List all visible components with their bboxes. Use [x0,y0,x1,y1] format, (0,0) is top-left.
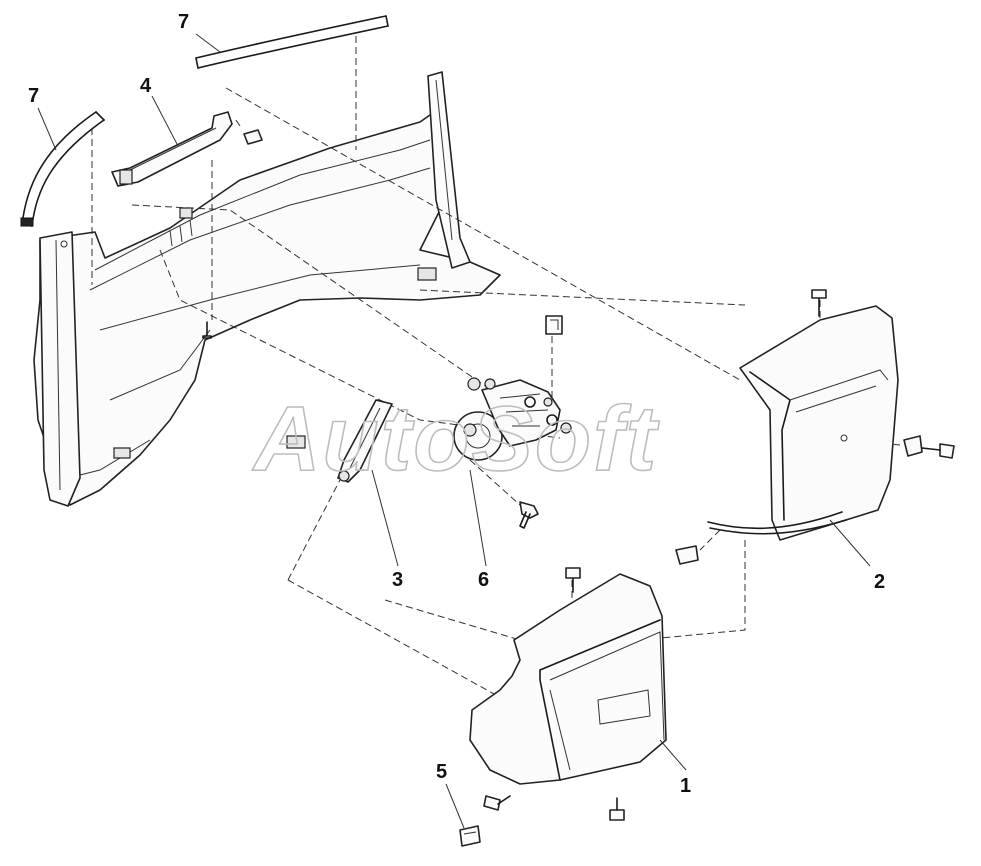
callout-7-left: 7 [28,85,39,107]
cover-part-1 [459,567,667,847]
screw-part-6 [519,501,539,529]
watermark-text: AutoSoft [252,388,660,490]
callout-1: 1 [680,775,691,797]
pull-strap [337,399,393,483]
callout-2: 2 [874,571,885,593]
body-bolts [202,321,306,449]
weatherstrip-top [195,15,389,69]
body-panel [33,71,501,507]
cover-part-2 [675,289,955,565]
support-bracket [111,111,263,187]
callout-6: 6 [478,569,489,591]
callout-3: 3 [392,569,403,591]
callout-4: 4 [140,75,152,97]
leader-lines [37,33,871,829]
callout-7-top: 7 [178,11,189,33]
lock-mechanism [453,315,572,461]
callout-5: 5 [436,761,447,783]
weatherstrip-left [20,111,105,227]
